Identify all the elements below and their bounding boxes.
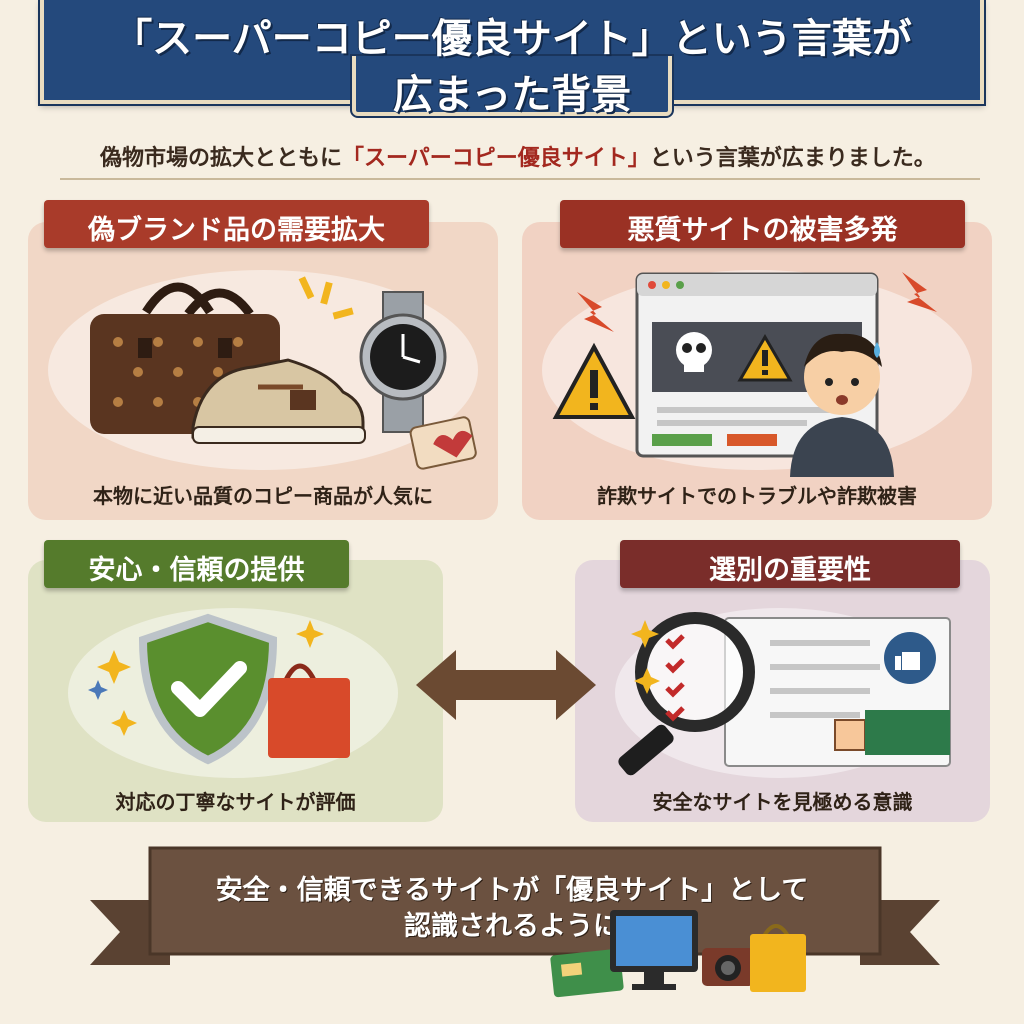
shield-check-icon bbox=[138, 613, 278, 765]
fraud-caption: 詐欺サイトでのトラブルや詐欺被害 bbox=[597, 484, 917, 508]
intro-text: 偽物市場の拡大とともに「スーパーコピー優良サイト」という言葉が広まりました。 bbox=[100, 140, 980, 172]
ribbon-line-1: 安全・信頼できるサイトが「優良サイト」として bbox=[215, 875, 809, 906]
thumbs-up-icon bbox=[834, 632, 950, 755]
select-caption: 安全なサイトを見極める意識 bbox=[652, 790, 913, 814]
camera-icon bbox=[702, 948, 754, 986]
worried-person-icon bbox=[790, 333, 894, 477]
fraud-illustration bbox=[552, 272, 937, 477]
double-arrow-icon bbox=[416, 650, 596, 720]
demand-illustration bbox=[90, 276, 477, 470]
ribbon-banner bbox=[90, 846, 940, 965]
page-title-line-2: 広まった背景 bbox=[392, 72, 632, 118]
divider bbox=[60, 178, 980, 180]
warning-icon bbox=[737, 334, 793, 382]
header-sub-banner bbox=[350, 54, 674, 118]
card-icon bbox=[550, 948, 624, 998]
panel-fraud: 詐欺サイトでのトラブルや詐欺被害 bbox=[522, 222, 992, 520]
panel-trust: 対応の丁寧なサイトが評価 bbox=[28, 560, 443, 822]
ribbon-line-2: 認識されるように bbox=[404, 911, 620, 942]
trust-illustration bbox=[88, 613, 350, 765]
bottom-icons bbox=[550, 910, 806, 998]
sparkle-icon bbox=[298, 276, 354, 320]
demand-caption: 本物に近い品質のコピー商品が人気に bbox=[93, 484, 433, 508]
select-illustration bbox=[618, 612, 951, 776]
sparkle-icon bbox=[88, 680, 108, 700]
panel-select: 安全なサイトを見極める意識 bbox=[575, 560, 990, 822]
sparkle-icon bbox=[97, 620, 324, 736]
sparkle-icon bbox=[631, 620, 660, 694]
fraud-label: 悪質サイトの被害多発 bbox=[560, 200, 965, 248]
panel-demand: 本物に近い品質のコピー商品が人気に bbox=[28, 222, 498, 520]
select-label: 選別の重要性 bbox=[620, 540, 960, 588]
heart-tag-icon bbox=[409, 416, 477, 470]
intro-prefix: 偽物市場の拡大とともに bbox=[100, 146, 343, 171]
intro-suffix: という言葉が広まりました。 bbox=[649, 146, 936, 171]
intro-highlight: 「スーパーコピー優良サイト」 bbox=[342, 146, 650, 171]
page-title-line-1: 「スーパーコピー優良サイト」という言葉が bbox=[112, 16, 912, 62]
trust-label: 安心・信頼の提供 bbox=[44, 540, 349, 588]
monitor-icon bbox=[610, 910, 698, 990]
header: 「スーパーコピー優良サイト」という言葉が 広まった背景 bbox=[0, 0, 1024, 120]
sneaker-icon bbox=[191, 358, 366, 444]
shopping-bag-icon bbox=[750, 924, 806, 992]
shopping-bag-icon bbox=[268, 663, 350, 758]
warning-icon bbox=[552, 342, 636, 419]
watch-icon bbox=[359, 291, 447, 433]
magnifier-icon bbox=[618, 612, 755, 776]
lightning-icon bbox=[577, 272, 937, 332]
skull-icon bbox=[676, 332, 712, 372]
demand-label: 偽ブランド品の需要拡大 bbox=[44, 200, 429, 248]
trust-caption: 対応の丁寧なサイトが評価 bbox=[115, 790, 356, 814]
